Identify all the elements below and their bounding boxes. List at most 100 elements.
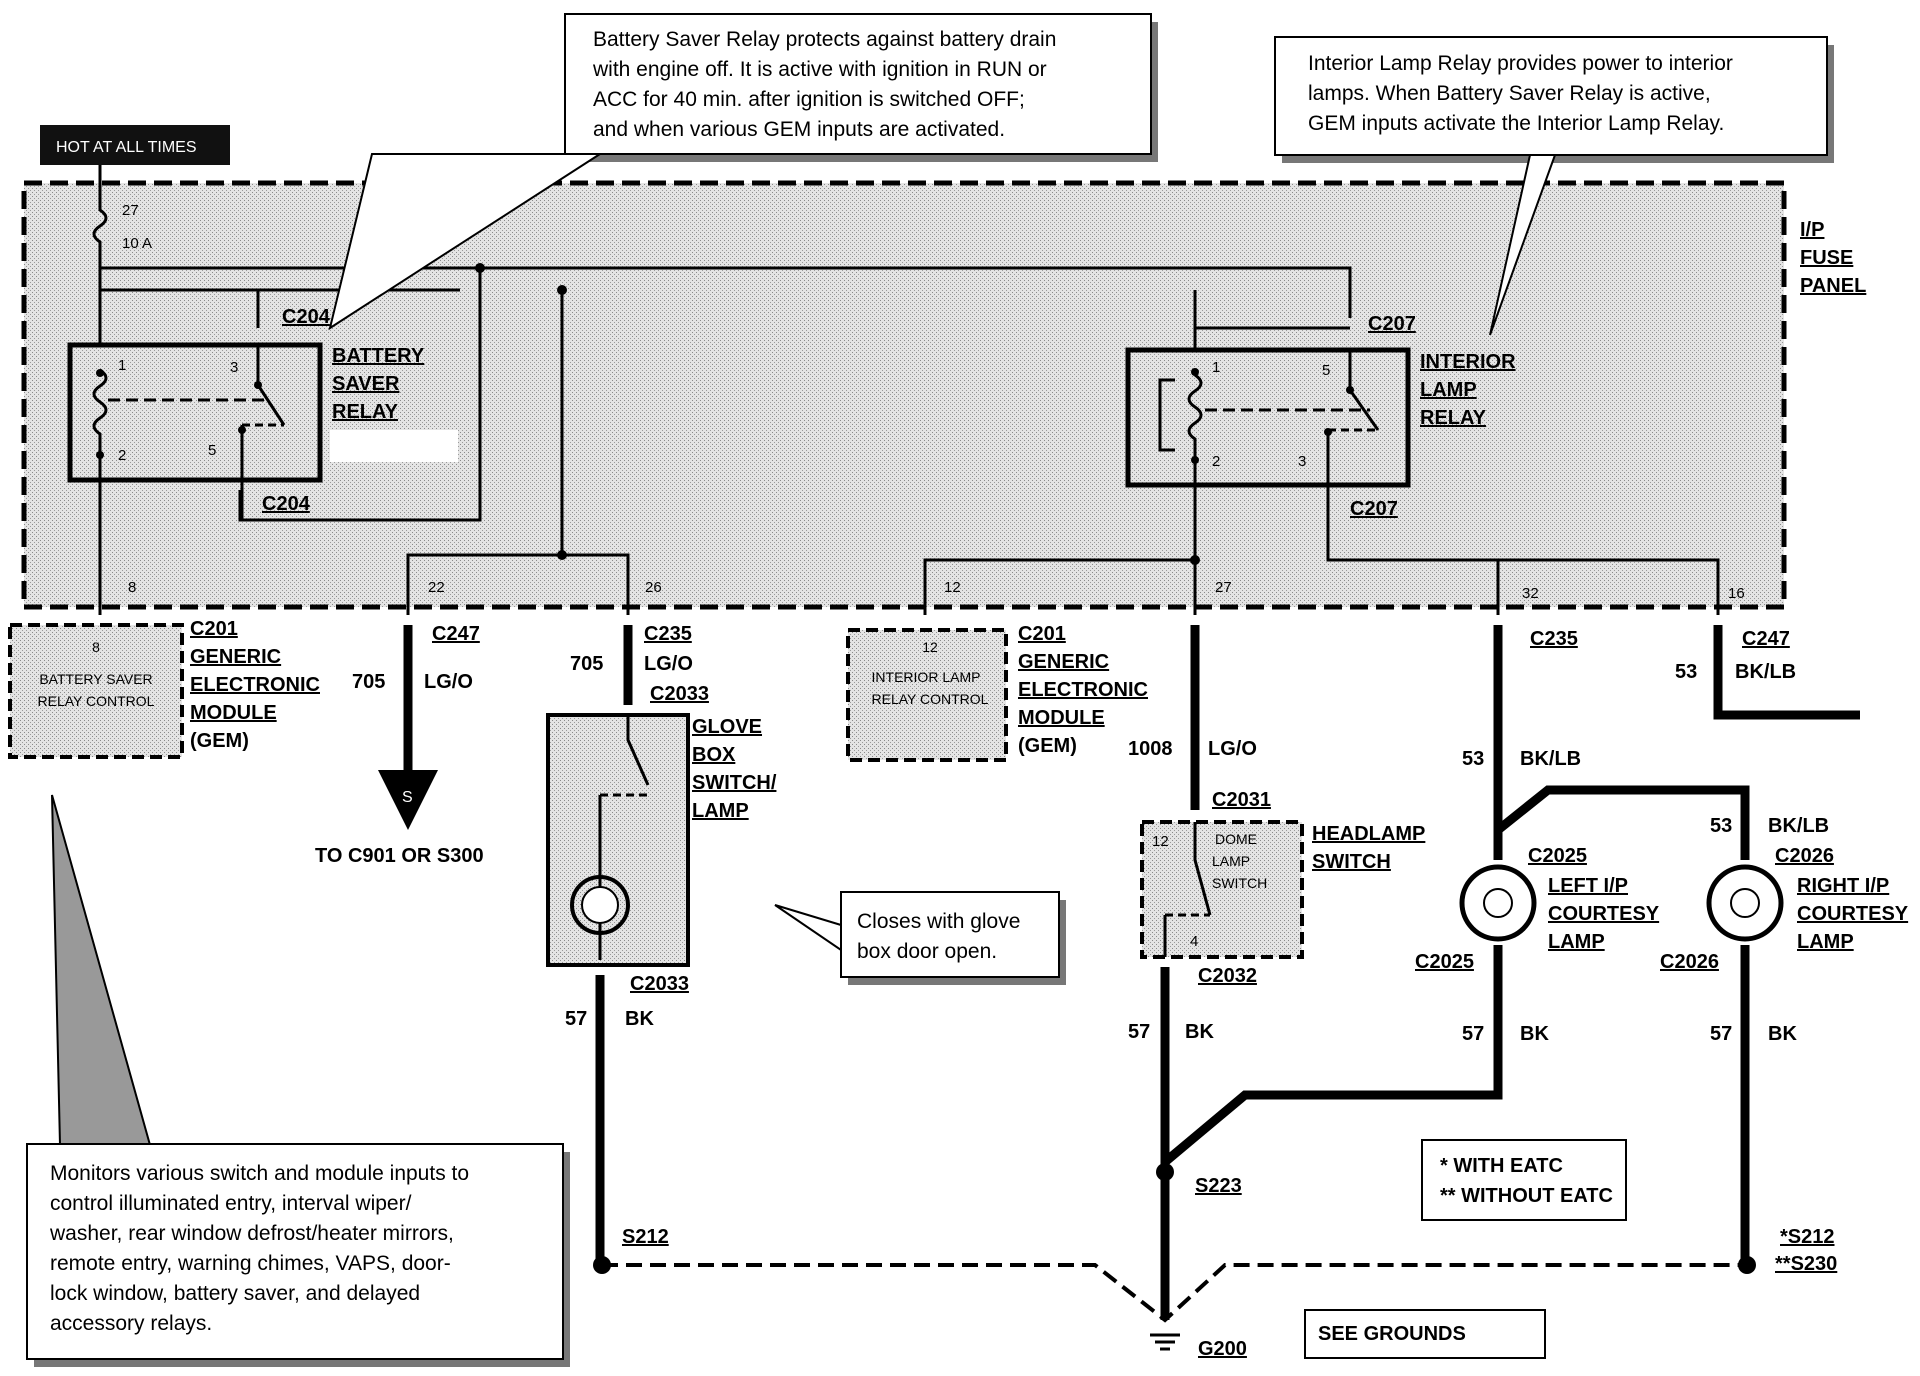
svg-text:4: 4 [1190, 933, 1198, 950]
svg-text:12: 12 [1152, 833, 1169, 850]
svg-text:3: 3 [230, 359, 238, 376]
svg-text:27: 27 [1215, 579, 1232, 596]
svg-text:LAMP: LAMP [1797, 931, 1854, 953]
svg-text:BATTERY: BATTERY [332, 345, 425, 367]
svg-text:accessory relays.: accessory relays. [50, 1312, 212, 1335]
hot-bar-label: HOT AT ALL TIMES [56, 139, 197, 156]
svg-text:INTERIOR LAMP: INTERIOR LAMP [872, 669, 981, 685]
battery-saver-relay: 1 3 2 5 C204 C204 BATTERY SAVER RELAY [67, 306, 458, 615]
svg-text:FUSE: FUSE [1800, 247, 1853, 269]
svg-text:GENERIC: GENERIC [190, 646, 281, 668]
svg-text:8: 8 [92, 639, 100, 655]
callout-interior-lamp: Interior Lamp Relay provides power to in… [1274, 36, 1834, 336]
svg-text:LAMP: LAMP [1420, 379, 1477, 401]
svg-text:C2025: C2025 [1415, 951, 1474, 973]
callout-glove-box: Closes with glove box door open. [774, 891, 1066, 985]
svg-text:C207: C207 [1350, 498, 1398, 520]
callout-gem-monitor: Monitors various switch and module input… [26, 794, 570, 1367]
svg-text:*S212: *S212 [1780, 1226, 1835, 1248]
svg-text:COURTESY: COURTESY [1548, 903, 1660, 925]
svg-text:washer, rear window defrost/he: washer, rear window defrost/heater mirro… [49, 1222, 454, 1245]
svg-text:* WITH EATC: * WITH EATC [1440, 1155, 1563, 1177]
svg-text:ACC for 40 min. after ignition: ACC for 40 min. after ignition is switch… [593, 88, 1025, 111]
circuit-53-c247: C247 53 BK/LB [1675, 625, 1860, 720]
svg-text:C2032: C2032 [1198, 965, 1257, 987]
svg-text:LAMP: LAMP [1548, 931, 1605, 953]
svg-text:Monitors various switch and mo: Monitors various switch and module input… [50, 1162, 469, 1185]
svg-text:GEM inputs activate the Interi: GEM inputs activate the Interior Lamp Re… [1308, 112, 1724, 135]
svg-text:C2031: C2031 [1212, 789, 1271, 811]
svg-text:G200: G200 [1198, 1338, 1247, 1360]
svg-text:with engine off. It is active: with engine off. It is active with ignit… [592, 58, 1047, 81]
svg-text:S212: S212 [622, 1226, 669, 1248]
svg-text:TO C901 OR S300: TO C901 OR S300 [315, 845, 484, 867]
svg-text:57: 57 [565, 1008, 587, 1030]
svg-text:SAVER: SAVER [332, 373, 400, 395]
svg-text:BK: BK [1768, 1023, 1797, 1045]
ground-bus: G200 SEE GROUNDS [602, 1263, 1745, 1360]
svg-text:BATTERY SAVER: BATTERY SAVER [39, 671, 152, 687]
svg-text:1008: 1008 [1128, 738, 1173, 760]
circuit-705-c247: S C247 705 LG/O TO C901 OR S300 [315, 623, 484, 867]
svg-text:16: 16 [1728, 585, 1745, 602]
svg-text:C247: C247 [432, 623, 480, 645]
svg-text:LAMP: LAMP [1212, 853, 1250, 869]
svg-text:LEFT I/P: LEFT I/P [1548, 875, 1628, 897]
svg-text:and when various GEM inputs ar: and when various GEM inputs are activate… [593, 118, 1005, 141]
svg-text:Interior Lamp Relay provides p: Interior Lamp Relay provides power to in… [1308, 52, 1733, 75]
svg-text:57: 57 [1462, 1023, 1484, 1045]
svg-text:ELECTRONIC: ELECTRONIC [190, 674, 320, 696]
svg-text:LG/O: LG/O [424, 671, 473, 693]
svg-text:2: 2 [118, 447, 126, 464]
svg-text:57: 57 [1710, 1023, 1732, 1045]
svg-text:C201: C201 [190, 618, 238, 640]
svg-text:RELAY: RELAY [332, 401, 399, 423]
svg-text:12: 12 [944, 579, 961, 596]
svg-text:BK/LB: BK/LB [1735, 661, 1796, 683]
svg-text:control illuminated entry, int: control illuminated entry, interval wipe… [50, 1192, 412, 1215]
svg-text:GLOVE: GLOVE [692, 716, 762, 738]
gem-left: 8 BATTERY SAVER RELAY CONTROL C201 GENER… [8, 618, 320, 759]
svg-text:Battery Saver Relay protects a: Battery Saver Relay protects against bat… [593, 28, 1056, 51]
svg-text:lamps. When Battery Saver Rel: lamps. When Battery Saver Relay is activ… [1308, 82, 1711, 105]
svg-text:LG/O: LG/O [1208, 738, 1257, 760]
right-courtesy-lamp: 53 BK/LB C2026 RIGHT I/P COURTESY LAMP C… [1495, 785, 1909, 1275]
svg-text:C204: C204 [282, 306, 331, 328]
svg-text:I/P: I/P [1800, 219, 1824, 241]
svg-text:BK/LB: BK/LB [1520, 748, 1581, 770]
svg-text:LAMP: LAMP [692, 800, 749, 822]
svg-text:MODULE: MODULE [1018, 707, 1105, 729]
svg-text:COURTESY: COURTESY [1797, 903, 1909, 925]
svg-text:S: S [402, 789, 413, 806]
left-courtesy-lamp: C235 53 BK/LB C2025 LEFT I/P COURTESY LA… [1162, 625, 1660, 1166]
svg-text:8: 8 [128, 579, 136, 596]
headlamp-switch: 1008 LG/O C2031 12 4 DOME LAMP SWITCH HE… [1128, 625, 1425, 1320]
svg-text:C207: C207 [1368, 313, 1416, 335]
svg-text:RELAY: RELAY [1420, 407, 1487, 429]
svg-text:GENERIC: GENERIC [1018, 651, 1109, 673]
svg-text:BK/LB: BK/LB [1768, 815, 1829, 837]
svg-text:SWITCH: SWITCH [1212, 875, 1267, 891]
svg-text:C204: C204 [262, 493, 311, 515]
svg-text:5: 5 [208, 442, 216, 459]
svg-text:C2025: C2025 [1528, 845, 1587, 867]
panel-pins: 8 22 26 12 27 32 16 [128, 579, 1745, 602]
interior-lamp-relay: 1 5 2 3 C207 C207 INTERIOR LAMP RELAY [1125, 313, 1516, 520]
fuse-panel-label: I/P FUSE PANEL [1800, 219, 1866, 297]
svg-text:ELECTRONIC: ELECTRONIC [1018, 679, 1148, 701]
svg-text:SWITCH/: SWITCH/ [692, 772, 777, 794]
svg-text:(GEM): (GEM) [190, 730, 249, 752]
svg-text:DOME: DOME [1215, 831, 1257, 847]
svg-text:LG/O: LG/O [644, 653, 693, 675]
hot-bar [40, 125, 230, 165]
svg-text:box door open.: box door open. [857, 940, 997, 963]
svg-text:C2026: C2026 [1660, 951, 1719, 973]
legend: * WITH EATC ** WITHOUT EATC [1421, 1139, 1627, 1221]
svg-text:RELAY CONTROL: RELAY CONTROL [872, 691, 989, 707]
svg-text:Closes with glove: Closes with glove [857, 910, 1020, 933]
svg-text:BK: BK [625, 1008, 654, 1030]
svg-text:S223: S223 [1195, 1175, 1242, 1197]
svg-text:C2033: C2033 [650, 683, 709, 705]
svg-text:12: 12 [922, 639, 938, 655]
